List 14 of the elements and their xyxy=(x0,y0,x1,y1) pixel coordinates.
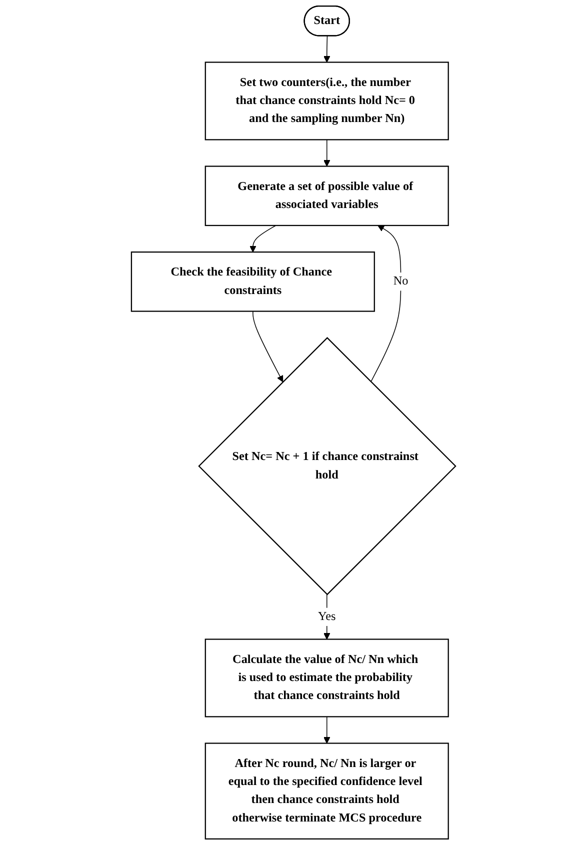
arrow xyxy=(252,310,284,382)
edge-label: No xyxy=(393,274,408,288)
node-box: After Nc round, Nc/ Nn is larger or equal to the specified confidence level then chance constraints hold otherwise terminate MCS procedure xyxy=(204,742,449,840)
node-diamond: Set Nc= Nc + 1 if chance constrainst hold xyxy=(198,337,456,596)
node-box: Set two counters(i.e., the number that chance constraints hold Nc= 0 and the sampling number Nn) xyxy=(204,62,449,140)
arrow xyxy=(324,36,330,63)
node-box: Calculate the value of Nc/ Nn which is used to estimate the probability that chance constraints hold xyxy=(204,638,449,718)
edge-label: Yes xyxy=(318,610,336,623)
arrow xyxy=(250,225,276,252)
arrow xyxy=(370,225,402,382)
arrow xyxy=(324,139,330,167)
node-box: Check the feasibility of Chance constraints xyxy=(130,252,375,312)
node-box: Generate a set of possible value of associated variables xyxy=(204,166,449,226)
arrow xyxy=(324,716,330,744)
